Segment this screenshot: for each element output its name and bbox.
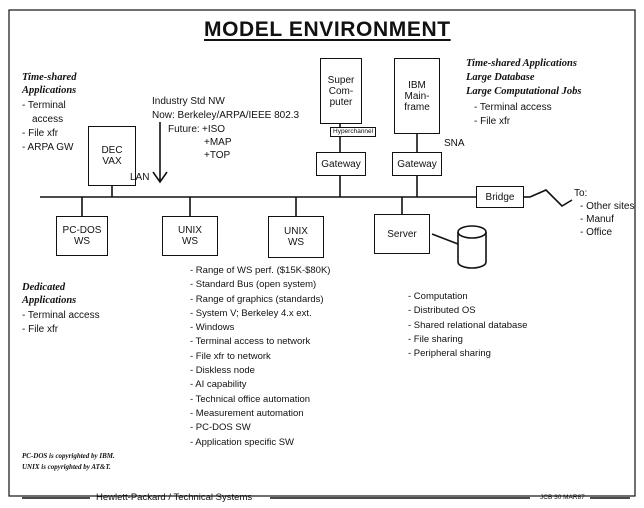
lan-label: LAN — [130, 172, 150, 183]
footer-code: JCB 30 MAR87 — [540, 494, 585, 501]
super-computer-node: Super Com- puter — [320, 58, 362, 124]
dedicated-heading-2: Applications — [22, 295, 77, 306]
ws-feature-item: - System V; Berkeley 4.x ext. — [190, 307, 312, 319]
ws-feature-item: - Range of WS perf. ($15K-$80K) — [190, 265, 331, 276]
ws-feature-item: - File xfr to network — [190, 350, 271, 362]
top-left-item-3: - File xfr — [22, 128, 59, 139]
network-std-future-1: +ISO — [202, 124, 226, 135]
ws-feature-item: - Measurement automation — [190, 407, 304, 419]
network-std-future-3: +TOP — [204, 150, 231, 161]
ws-feature-item: - Terminal access to network — [190, 336, 311, 348]
top-left-item-1: - Terminal — [22, 100, 66, 111]
unix-ws-node-2: UNIX WS — [268, 216, 324, 258]
slide-frame — [8, 9, 636, 497]
dedicated-heading-1: Dedicated — [22, 282, 66, 293]
bridge-to-item-3: - Office — [580, 227, 613, 238]
dedicated-item-2: - File xfr — [22, 324, 59, 335]
network-std-now: Now: Berkeley/ARPA/IEEE 802.3 — [152, 110, 300, 121]
network-std-line1: Industry Std NW — [152, 96, 225, 107]
ws-feature-item: - Diskless node — [190, 365, 255, 377]
lan-arrow-head — [152, 171, 168, 184]
top-right-heading-1: Time-shared Applications — [466, 58, 577, 69]
server-feature-item: - Shared relational database — [408, 319, 528, 331]
bridge-to-item-2: - Manuf — [580, 214, 614, 225]
disk-top — [457, 225, 487, 239]
gateway-left-node: Gateway — [316, 152, 366, 176]
top-left-item-4: - ARPA GW — [22, 142, 74, 153]
server-feature-item: - File sharing — [408, 333, 463, 345]
ws-feature-item: - AI capability — [190, 379, 247, 391]
top-right-item-1: - Terminal access — [474, 102, 552, 113]
network-std-future-label: Future: — [168, 124, 200, 135]
server-node: Server — [374, 214, 430, 254]
pc-dos-ws-node: PC-DOS WS — [56, 216, 108, 256]
ws-feature-item: - Windows — [190, 322, 235, 334]
server-disk-link — [431, 233, 459, 245]
bridge-to-heading: To: — [574, 188, 588, 199]
server-features-list: - Computation - Distributed OS - Shared … — [408, 290, 527, 361]
ws-features-list: - Range of WS perf. ($15K-$80K) - Standa… — [190, 264, 330, 450]
dec-vax-node: DEC VAX — [88, 126, 136, 186]
server-feature-item: - Computation — [408, 291, 468, 302]
unix-ws-node-1: UNIX WS — [162, 216, 218, 256]
bridge-node: Bridge — [476, 186, 524, 208]
ws-feature-item: - Technical office automation — [190, 393, 311, 405]
copyright-note-1: PC-DOS is copyrighted by IBM. — [22, 452, 115, 460]
disk-bottom — [457, 261, 487, 269]
ws-feature-item: - Range of graphics (standards) — [190, 293, 324, 305]
top-left-item-2: access — [32, 114, 64, 125]
ws-feature-item: - Standard Bus (open system) — [190, 279, 317, 291]
top-left-heading-1: Time-shared — [22, 72, 77, 83]
footer-credit: Hewlett-Packard / Technical Systems — [96, 492, 253, 503]
dedicated-item-1: - Terminal access — [22, 310, 100, 321]
top-left-heading-2: Applications — [22, 85, 77, 96]
top-right-heading-2: Large Database — [466, 72, 535, 83]
sna-label: SNA — [444, 138, 465, 149]
gateway-right-node: Gateway — [392, 152, 442, 176]
hyperchannel-label: Hyperchannel — [330, 127, 377, 137]
server-feature-item: - Distributed OS — [408, 305, 476, 317]
network-std-future-2: +MAP — [204, 137, 232, 148]
top-right-item-2: - File xfr — [474, 116, 511, 127]
bridge-link-zigzag — [529, 189, 573, 208]
ibm-mainframe-node: IBM Main- frame — [394, 58, 440, 134]
page-title: MODEL ENVIRONMENT — [204, 18, 451, 41]
bridge-to-item-1: - Other sites — [580, 201, 635, 212]
ws-feature-item: - Application specific SW — [190, 436, 295, 448]
top-right-heading-3: Large Computational Jobs — [466, 86, 582, 97]
ws-feature-item: - PC-DOS SW — [190, 422, 251, 434]
server-feature-item: - Peripheral sharing — [408, 348, 491, 360]
copyright-note-2: UNIX is copyrighted by AT&T. — [22, 463, 111, 471]
